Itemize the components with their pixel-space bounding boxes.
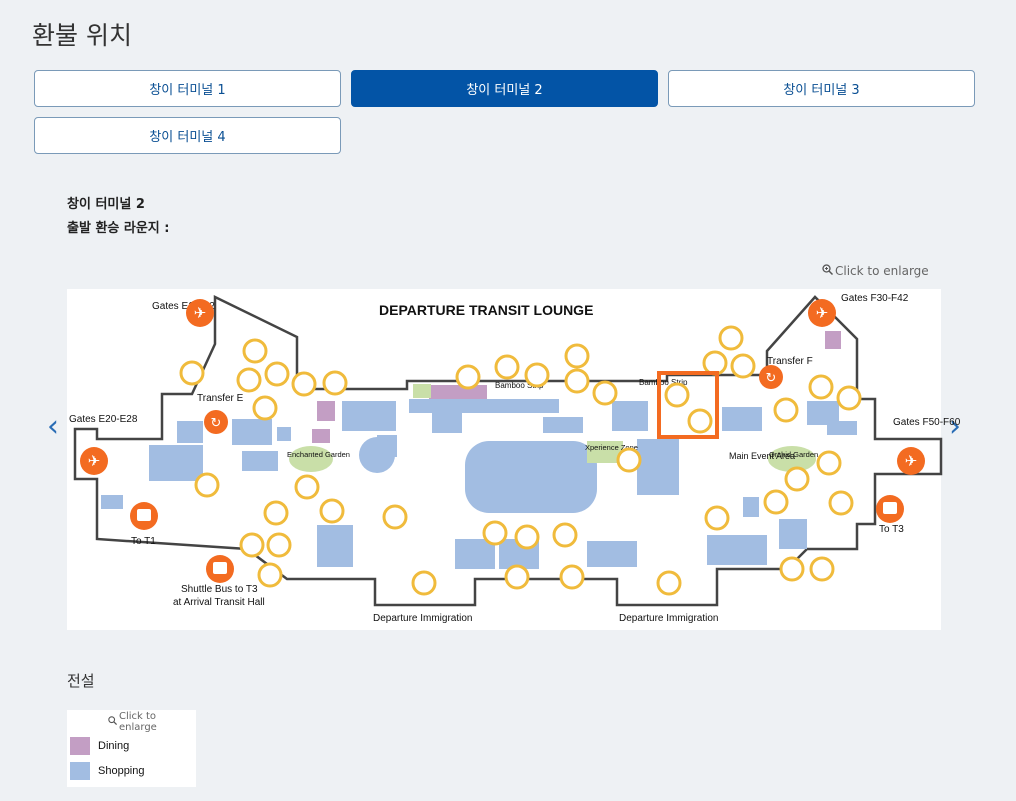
lounge-heading: 출발 환승 라운지 : [67,221,170,236]
tab-terminal-3[interactable]: 창이 터미널 3 [668,70,975,107]
bus-icon [206,555,234,583]
gates-f30-f42-label: Gates F30-F42 [841,293,909,304]
svg-text:↻: ↻ [766,371,777,386]
dining-areas [312,331,841,443]
tab-terminal-2[interactable]: 창이 터미널 2 [351,70,658,107]
transfer-e-label: Transfer E [197,393,244,404]
legend-label: Shopping [98,765,145,777]
gates-e1-e12-label: Gates E1-E12 [152,301,215,312]
plane-icon: ✈ [186,299,214,327]
refund-location-highlight [657,371,719,439]
shopping-swatch [70,762,90,780]
enchanted-garden-label: Enchanted Garden [287,450,350,459]
transfer-f-label: Transfer F [767,356,813,367]
legend-enlarge-label: Click to enlarge [119,711,157,733]
to-t3-label: To T3 [879,524,904,535]
plane-icon: ✈ [80,447,108,475]
zoom-icon [108,716,118,728]
bamboo-strip-2-label: Bamboo Strip [639,378,688,387]
legend[interactable]: Click to enlarge Dining Shopping [67,710,196,787]
bus-icon [876,495,904,523]
legend-enlarge-link[interactable]: Click to enlarge [108,711,196,733]
chevron-right-icon: › [949,409,961,444]
bus-icon [130,502,158,530]
terminal-info: 창이 터미널 2 출발 환승 라운지 : [67,193,170,241]
orchid-garden-label: Orchid Garden [769,450,818,459]
svg-text:✈: ✈ [816,304,829,322]
departure-immigration-1-label: Departure Immigration [373,613,472,624]
map-enlarge-link[interactable]: Click to enlarge [822,264,929,278]
legend-item-dining: Dining [70,737,129,755]
garden-areas [289,384,816,472]
terminal-heading: 창이 터미널 2 [67,197,145,212]
tab-terminal-4[interactable]: 창이 터미널 4 [34,117,341,154]
map-title: DEPARTURE TRANSIT LOUNGE [379,302,593,318]
shuttle-bus-label-2: at Arrival Transit Hall [173,597,265,608]
bamboo-strip-label: Bamboo Strip [495,381,544,390]
shopping-areas [101,399,857,569]
facility-icons [179,325,862,596]
next-arrow[interactable]: › [944,412,966,442]
svg-text:↻: ↻ [211,416,222,431]
shuttle-bus-label: Shuttle Bus to T3 [181,584,258,595]
legend-item-shopping: Shopping [70,762,145,780]
xperience-zone-label: Xperience Zone [585,443,638,452]
svg-text:✈: ✈ [194,304,207,322]
page-title: 환불 위치 [32,21,132,50]
chevron-left-icon: ‹ [47,409,59,444]
gates-e20-e28-label: Gates E20-E28 [69,414,138,425]
zoom-icon [822,264,834,278]
svg-text:✈: ✈ [88,452,101,470]
terminal-map[interactable]: DEPARTURE TRANSIT LOUNGE Gates E1-E12 Ga… [67,289,961,630]
transfer-icon: ↻ [759,365,783,389]
to-t1-label: To T1 [131,536,156,547]
departure-immigration-2-label: Departure Immigration [619,613,718,624]
svg-text:✈: ✈ [905,452,918,470]
legend-title: 전설 [67,672,95,690]
main-event-area-label: Main Event Area [729,451,795,461]
plane-icon: ✈ [808,299,836,327]
enlarge-label: Click to enlarge [835,264,929,278]
transfer-icon: ↻ [204,410,228,434]
dining-swatch [70,737,90,755]
gates-f50-f60-label: Gates F50-F60 [893,417,961,428]
prev-arrow[interactable]: ‹ [42,412,64,442]
legend-label: Dining [98,740,130,752]
plane-icon: ✈ [897,447,925,475]
tab-terminal-1[interactable]: 창이 터미널 1 [34,70,341,107]
